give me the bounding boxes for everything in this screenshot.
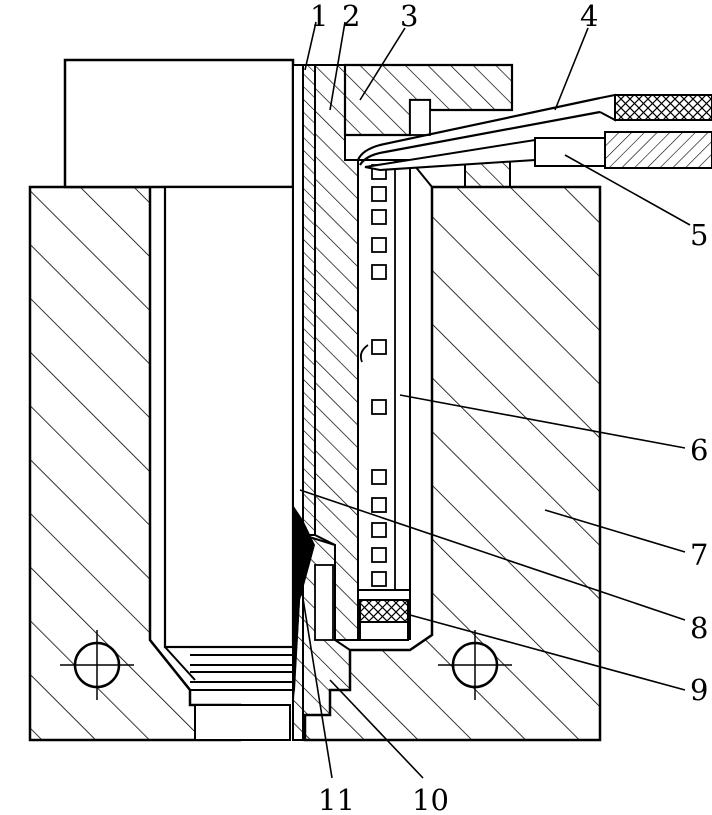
callout-9: 9 (690, 673, 708, 707)
part-11-gate (293, 505, 315, 700)
callout-6: 6 (690, 433, 708, 467)
callout-8: 8 (690, 611, 708, 645)
core-block (63, 58, 295, 741)
callout-11: 11 (318, 783, 355, 815)
callout-10: 10 (412, 783, 449, 815)
callout-7: 7 (690, 538, 708, 572)
part-5-thermocouple (364, 131, 712, 172)
part-6-heater-coil (357, 159, 433, 640)
part-9-insulation-ring (359, 599, 409, 641)
callout-1: 1 (310, 0, 328, 33)
callout-labels: 1 2 3 4 5 6 7 8 9 10 11 (310, 0, 708, 815)
part-4-lead-wire (356, 93, 712, 166)
part-10-nozzle-tip (292, 533, 351, 741)
callout-5: 5 (690, 218, 708, 252)
leader-lines (299, 21, 691, 779)
callout-4: 4 (580, 0, 598, 33)
callout-2: 2 (342, 0, 360, 33)
callout-3: 3 (400, 0, 418, 33)
